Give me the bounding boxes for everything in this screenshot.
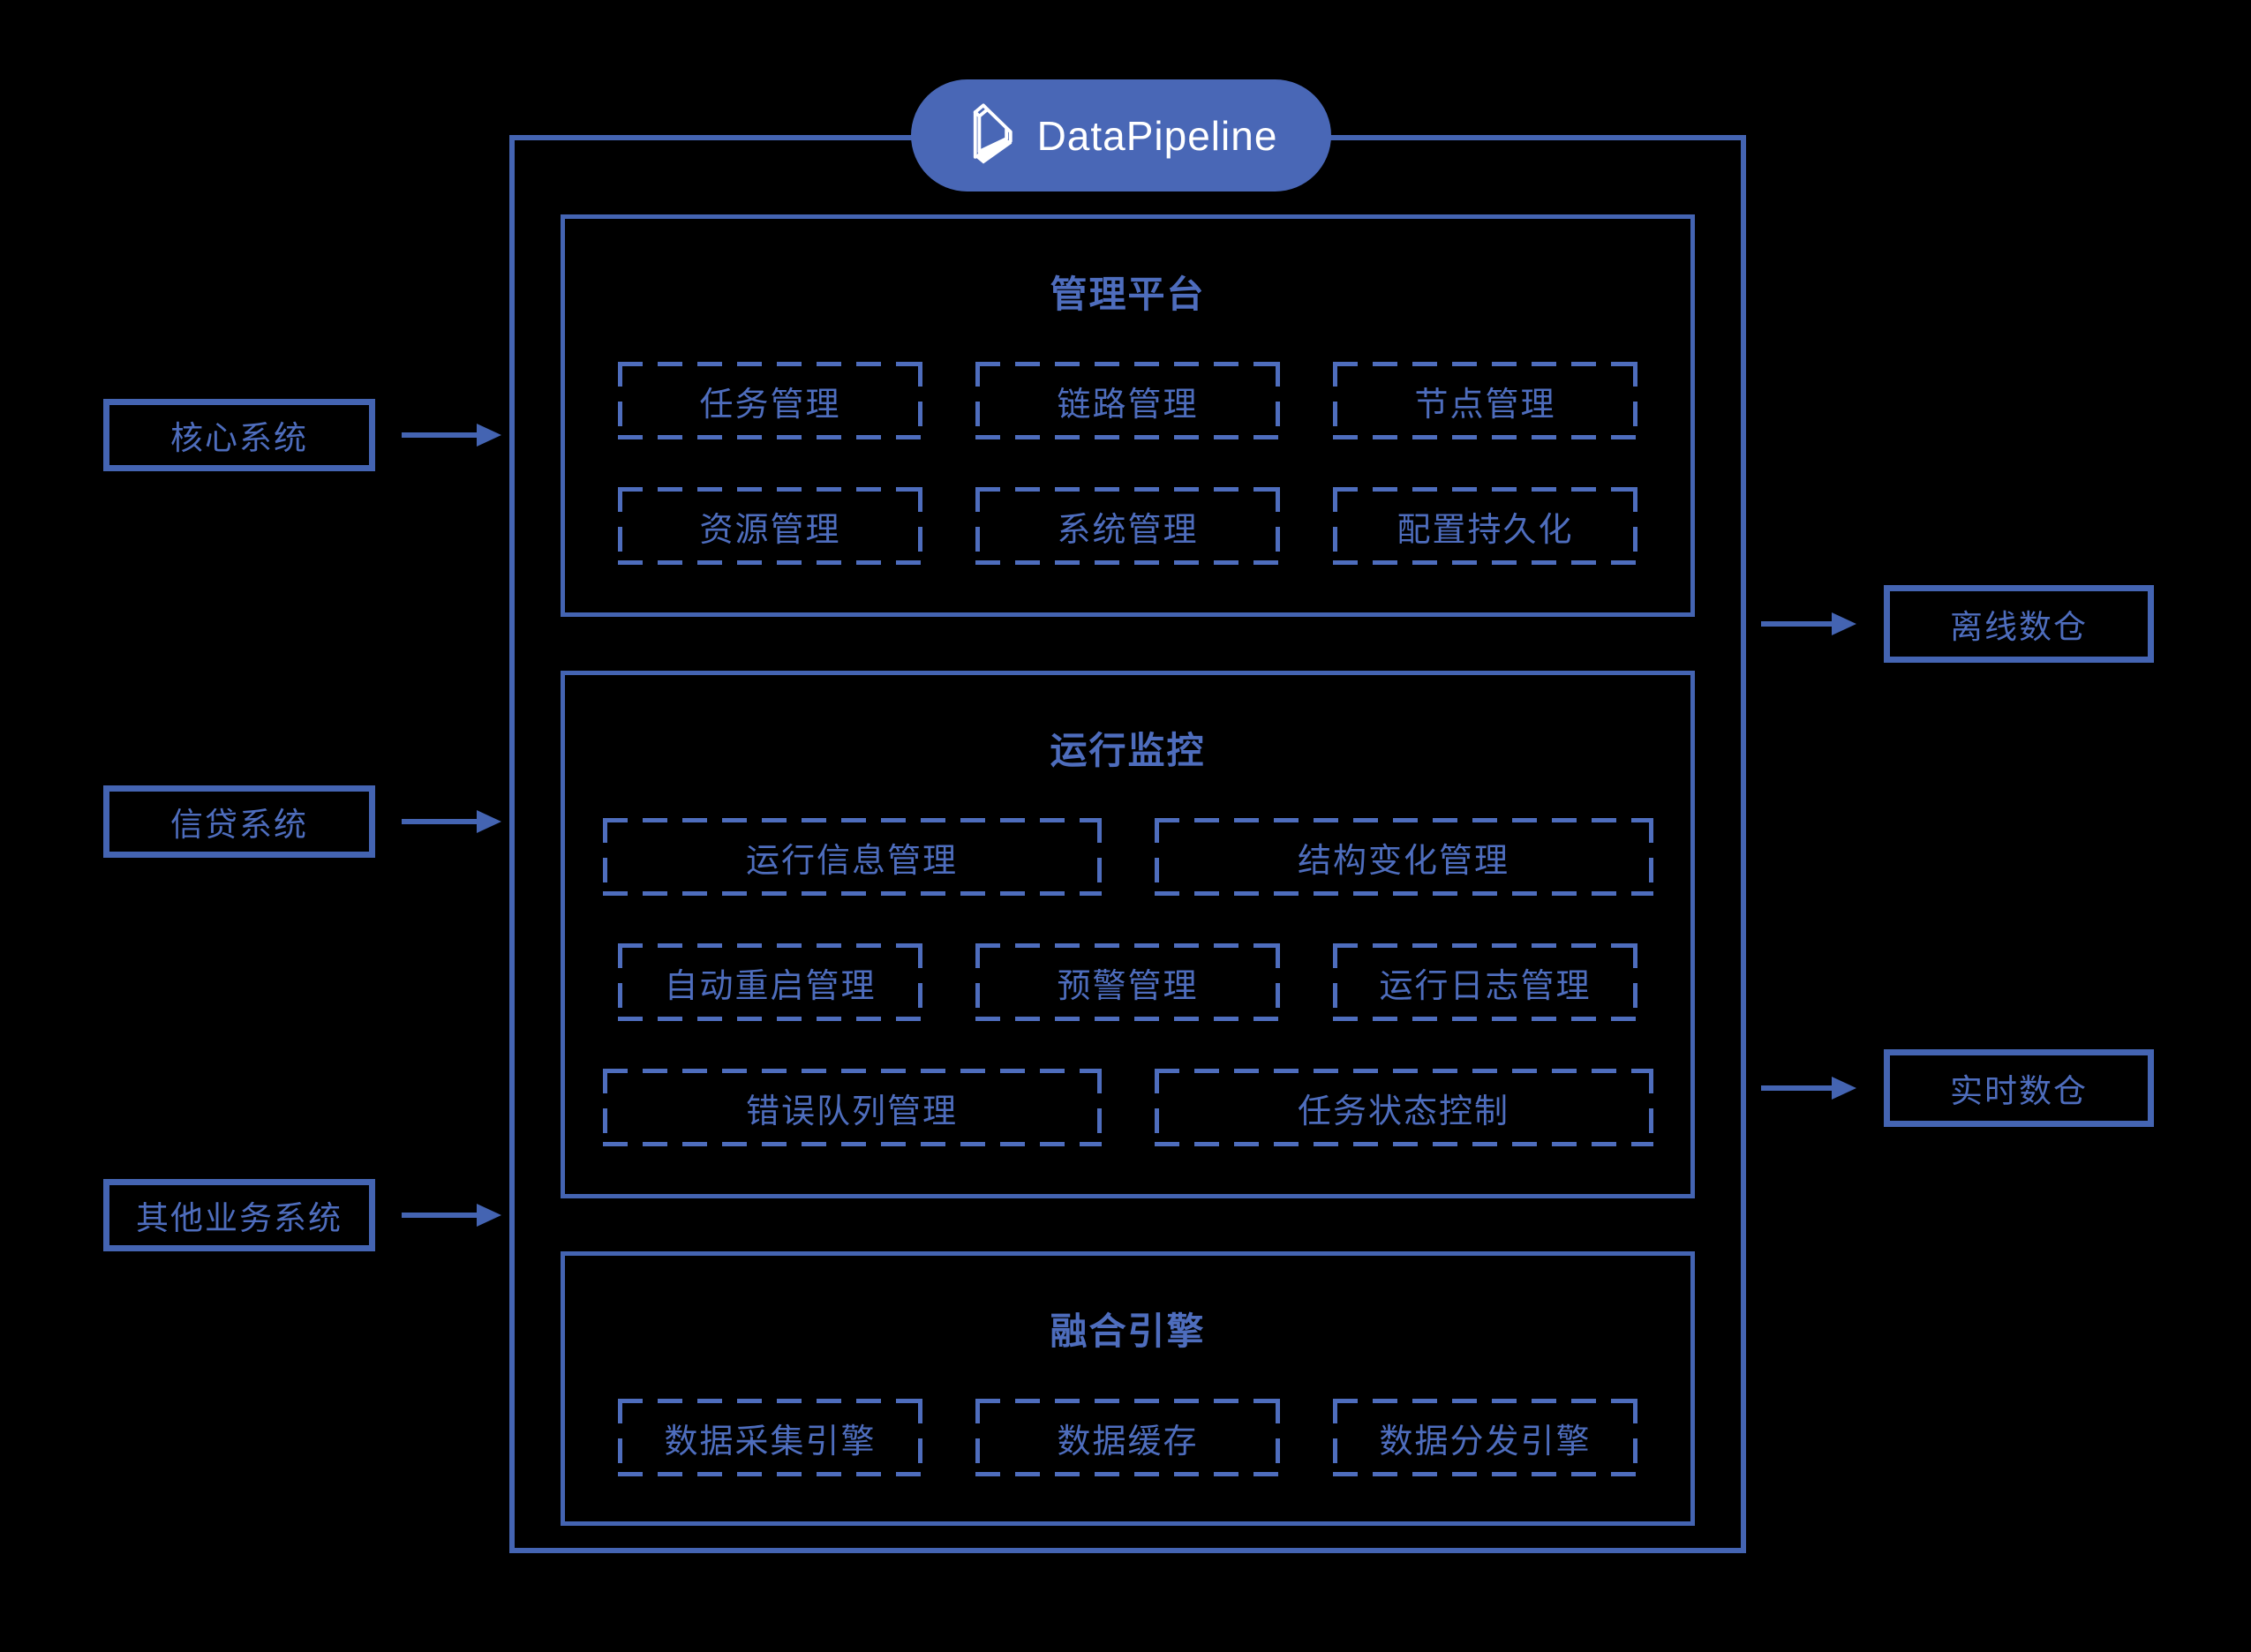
source-box-core-system: 核心系统 xyxy=(103,399,375,471)
module-cell: 结构变化管理 xyxy=(1154,818,1653,896)
brand-pill: DataPipeline xyxy=(911,79,1331,191)
source-box-credit-system: 信贷系统 xyxy=(103,785,375,858)
arrow-shaft xyxy=(402,819,478,824)
section-run-monitoring: 运行监控 运行信息管理结构变化管理自动重启管理预警管理运行日志管理错误队列管理任… xyxy=(561,671,1695,1198)
section-fusion-engine: 融合引擎 数据采集引擎数据缓存数据分发引擎 xyxy=(561,1251,1695,1526)
datapipeline-logo-icon xyxy=(973,102,1013,164)
module-cell: 资源管理 xyxy=(618,487,922,565)
module-cell: 任务状态控制 xyxy=(1154,1069,1653,1146)
arrow-other-to-platform-icon xyxy=(402,1204,501,1227)
arrow-platform-to-realtime-icon xyxy=(1761,1077,1856,1100)
module-row: 错误队列管理任务状态控制 xyxy=(602,1069,1653,1146)
module-cell: 数据缓存 xyxy=(975,1399,1280,1476)
section-title: 管理平台 xyxy=(1050,274,1206,315)
module-cell: 运行信息管理 xyxy=(602,818,1102,896)
module-row: 运行信息管理结构变化管理 xyxy=(602,818,1653,896)
arrow-core-to-platform-icon xyxy=(402,424,501,447)
arrow-head xyxy=(1832,1077,1856,1100)
arrow-shaft xyxy=(402,432,478,438)
module-row: 自动重启管理预警管理运行日志管理 xyxy=(618,943,1637,1021)
section-modules: 运行信息管理结构变化管理自动重启管理预警管理运行日志管理错误队列管理任务状态控制 xyxy=(565,818,1690,1146)
section-title: 融合引擎 xyxy=(1050,1310,1206,1352)
module-cell: 数据分发引擎 xyxy=(1333,1399,1637,1476)
module-cell: 运行日志管理 xyxy=(1333,943,1637,1021)
arrow-shaft xyxy=(1761,1085,1833,1091)
module-cell: 自动重启管理 xyxy=(618,943,922,1021)
module-cell: 配置持久化 xyxy=(1333,487,1637,565)
module-row: 资源管理系统管理配置持久化 xyxy=(618,487,1637,565)
arrow-head xyxy=(477,424,501,447)
module-cell: 预警管理 xyxy=(975,943,1280,1021)
module-cell: 任务管理 xyxy=(618,362,922,439)
arrow-shaft xyxy=(402,1213,478,1218)
module-row: 任务管理链路管理节点管理 xyxy=(618,362,1637,439)
arrow-head xyxy=(477,810,501,833)
module-cell: 错误队列管理 xyxy=(602,1069,1102,1146)
source-box-other-business-systems: 其他业务系统 xyxy=(103,1179,375,1251)
module-cell: 系统管理 xyxy=(975,487,1280,565)
arrow-platform-to-offline-icon xyxy=(1761,612,1856,635)
module-row: 数据采集引擎数据缓存数据分发引擎 xyxy=(618,1399,1637,1476)
section-modules: 任务管理链路管理节点管理资源管理系统管理配置持久化 xyxy=(565,362,1690,565)
section-title: 运行监控 xyxy=(1050,730,1206,771)
arrow-credit-to-platform-icon xyxy=(402,810,501,833)
arrow-shaft xyxy=(1761,621,1833,627)
brand-name: DataPipeline xyxy=(1036,112,1278,159)
arrow-head xyxy=(477,1204,501,1227)
target-box-realtime-warehouse: 实时数仓 xyxy=(1884,1049,2154,1127)
section-management-platform: 管理平台 任务管理链路管理节点管理资源管理系统管理配置持久化 xyxy=(561,214,1695,617)
module-cell: 链路管理 xyxy=(975,362,1280,439)
target-box-offline-warehouse: 离线数仓 xyxy=(1884,585,2154,663)
arrow-head xyxy=(1832,612,1856,635)
section-modules: 数据采集引擎数据缓存数据分发引擎 xyxy=(565,1399,1690,1476)
module-cell: 数据采集引擎 xyxy=(618,1399,922,1476)
module-cell: 节点管理 xyxy=(1333,362,1637,439)
